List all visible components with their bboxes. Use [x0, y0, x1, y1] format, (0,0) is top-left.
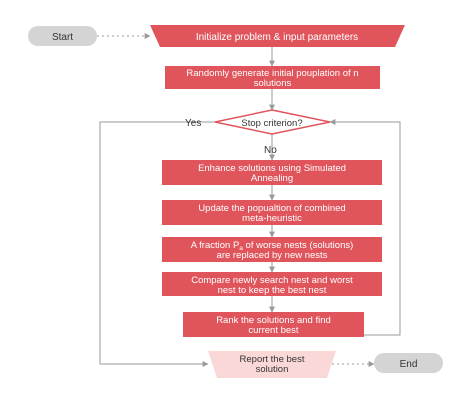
fraction-label-suffix: of worse nests (solutions): [243, 240, 353, 251]
fraction-label-prefix: A fraction P: [191, 240, 240, 251]
yes-label: Yes: [185, 118, 201, 129]
enhance-step: Enhance solutions using Simulated Anneal…: [162, 160, 382, 185]
report-label-line2: solution: [256, 364, 289, 375]
initialize-step: Initialize problem & input parameters: [150, 25, 405, 47]
enhance-label-line1: Enhance solutions using Simulated: [198, 163, 346, 174]
fraction-label-subscript: a: [239, 245, 243, 252]
compare-label-line2: nest to keep the best nest: [218, 285, 327, 296]
edge-decision-yes-to-report: [99, 121, 215, 367]
end-terminal: End: [374, 353, 443, 373]
stop-criterion-decision: Stop criterion?: [214, 109, 331, 135]
compare-label-line1: Compare newly search nest and worst: [191, 275, 353, 286]
fraction-label-line2: are replaced by new nests: [217, 250, 328, 261]
fraction-label-line1: A fraction Pa of worse nests (solutions): [191, 240, 354, 252]
generate-label-line2: solutions: [254, 78, 292, 89]
rank-label-line2: current best: [248, 325, 299, 336]
start-terminal: Start: [28, 26, 97, 46]
enhance-label-line2: Annealing: [251, 173, 293, 184]
generate-label-line1: Randomly generate initial pouplation of …: [186, 68, 358, 79]
update-step: Update the popualtion of combined meta-h…: [162, 200, 382, 225]
connectors: [97, 33, 401, 367]
compare-step: Compare newly search nest and worst nest…: [162, 272, 382, 296]
fraction-step: A fraction Pa of worse nests (solutions)…: [162, 237, 382, 262]
end-label: End: [400, 359, 418, 370]
generate-step: Randomly generate initial pouplation of …: [165, 66, 380, 89]
decision-label: Stop criterion?: [241, 118, 302, 129]
report-label-line1: Report the best: [240, 354, 305, 365]
rank-step: Rank the solutions and find current best: [183, 312, 364, 337]
update-label-line1: Update the popualtion of combined: [198, 203, 345, 214]
rank-label-line1: Rank the solutions and find: [216, 315, 331, 326]
start-label: Start: [52, 32, 73, 43]
update-label-line2: meta-heuristic: [242, 213, 302, 224]
initialize-label: Initialize problem & input parameters: [196, 32, 358, 43]
no-label: No: [264, 145, 277, 156]
edge-rank-loop-back: [329, 119, 401, 336]
report-step: Report the best solution: [208, 351, 336, 378]
